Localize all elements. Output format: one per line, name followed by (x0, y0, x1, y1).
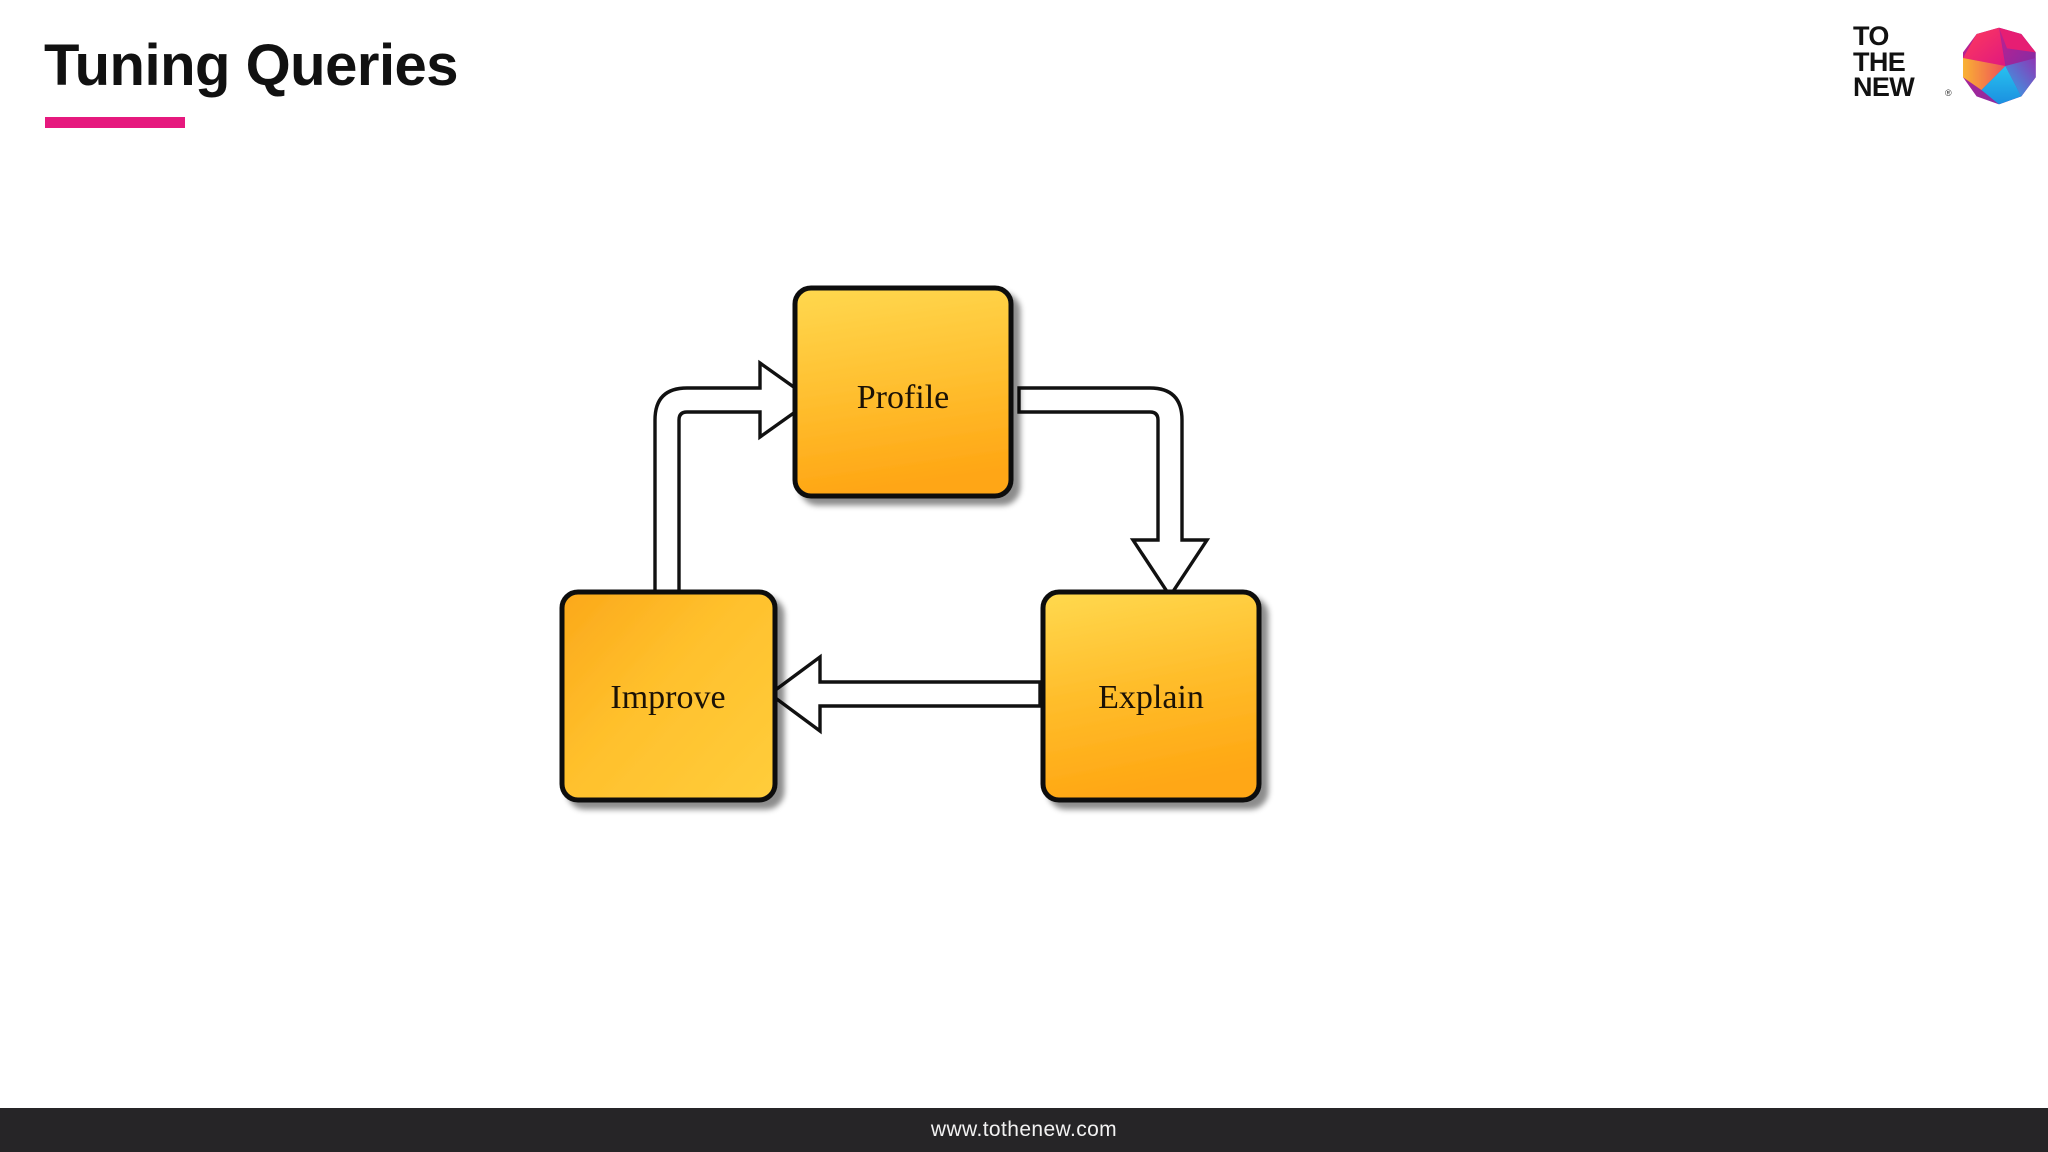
node-explain-box[interactable] (1040, 589, 1262, 803)
arrow-improve-to-profile (653, 359, 815, 599)
node-improve-label: Improve (610, 679, 725, 716)
logo-line-to: TO (1853, 21, 1889, 51)
node-explain-label: Explain (1098, 679, 1204, 716)
footer-website-url: www.tothenew.com (930, 1118, 1118, 1141)
registered-trademark-symbol: ® (1945, 88, 1952, 98)
title-underline-accent (45, 117, 185, 128)
node-explain[interactable]: Explain (1040, 589, 1262, 803)
logo-line-new: NEW (1853, 72, 1915, 103)
node-profile[interactable]: Profile (792, 285, 1014, 499)
arrow-profile-to-explain (1017, 386, 1211, 600)
logo-line-the: THE (1853, 46, 1906, 77)
node-profile-box[interactable] (792, 285, 1014, 499)
tuning-cycle-diagram: Profile Improve Explain (559, 285, 1262, 803)
node-improve-box[interactable] (559, 589, 778, 803)
node-profile-label: Profile (857, 379, 950, 416)
arrow-explain-to-improve (767, 653, 1042, 735)
logo-wordmark: TO THE NEW (1853, 21, 1915, 103)
footer-bar: www.tothenew.com (0, 1108, 2048, 1152)
polygon-gem-icon (1963, 27, 2036, 105)
brand-logo: TO THE NEW ® (1853, 22, 2038, 110)
page-title: Tuning Queries (44, 33, 459, 98)
node-improve[interactable]: Improve (559, 589, 778, 803)
